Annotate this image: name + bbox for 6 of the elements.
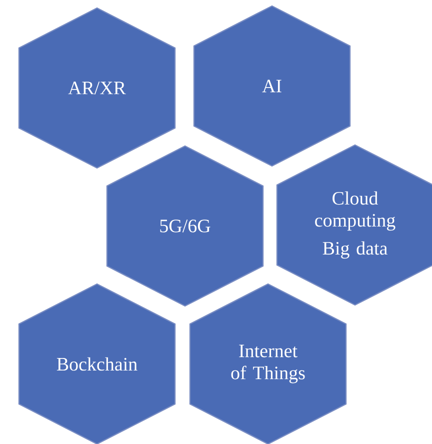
- hexagon: AR/XR: [18, 7, 176, 169]
- hexagon: Bockchain: [18, 283, 176, 444]
- hexagon: Internet of Things: [189, 283, 347, 444]
- hexagon: AI: [193, 5, 351, 167]
- hexagon: 5G/6G: [106, 145, 264, 307]
- hexagon: Cloud computing Big data: [276, 144, 432, 306]
